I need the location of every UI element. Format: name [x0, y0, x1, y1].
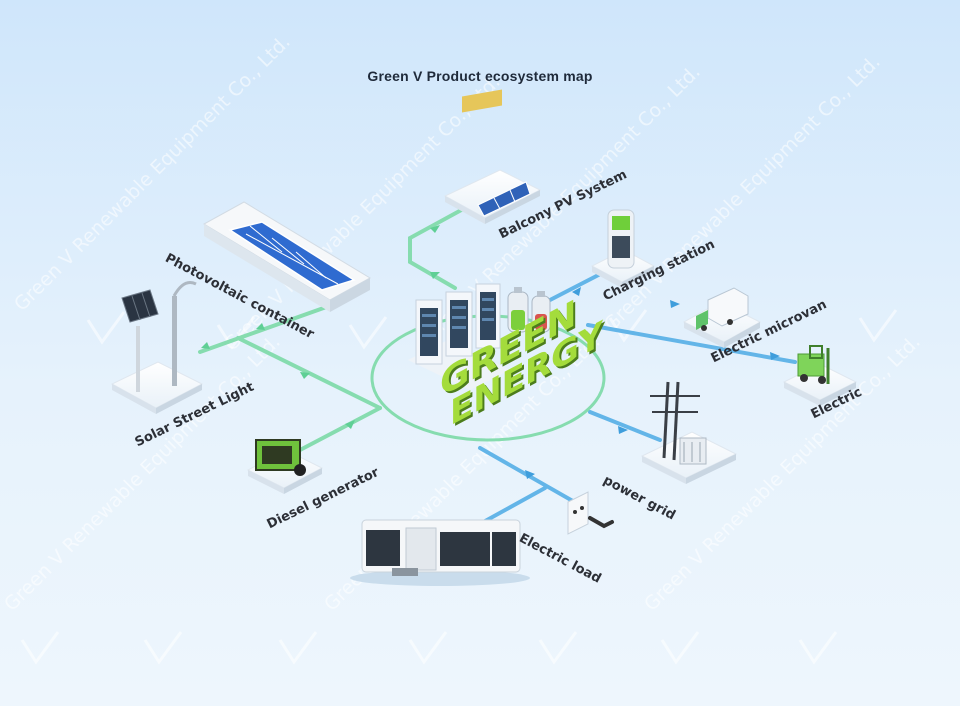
- container-unit-icon: [350, 519, 530, 586]
- storage-cabinets-icon: [408, 283, 510, 390]
- battery-icon: [507, 287, 551, 333]
- page-title: Green V Product ecosystem map: [367, 68, 593, 84]
- charging-station-icon: [590, 209, 656, 288]
- forklift-icon: [782, 345, 858, 406]
- plug-socket-icon: [567, 491, 614, 535]
- diesel-generator-icon: [246, 439, 324, 494]
- output-arrows: [525, 287, 780, 479]
- pv-container-icon: [202, 201, 372, 312]
- solar-street-light-icon: [110, 281, 204, 414]
- input-arrows: [201, 225, 440, 429]
- balcony-pv-icon: [443, 89, 542, 224]
- logo-watermarks: [20, 309, 898, 665]
- power-grid-icon: [640, 381, 738, 484]
- microvan-icon: [682, 287, 762, 348]
